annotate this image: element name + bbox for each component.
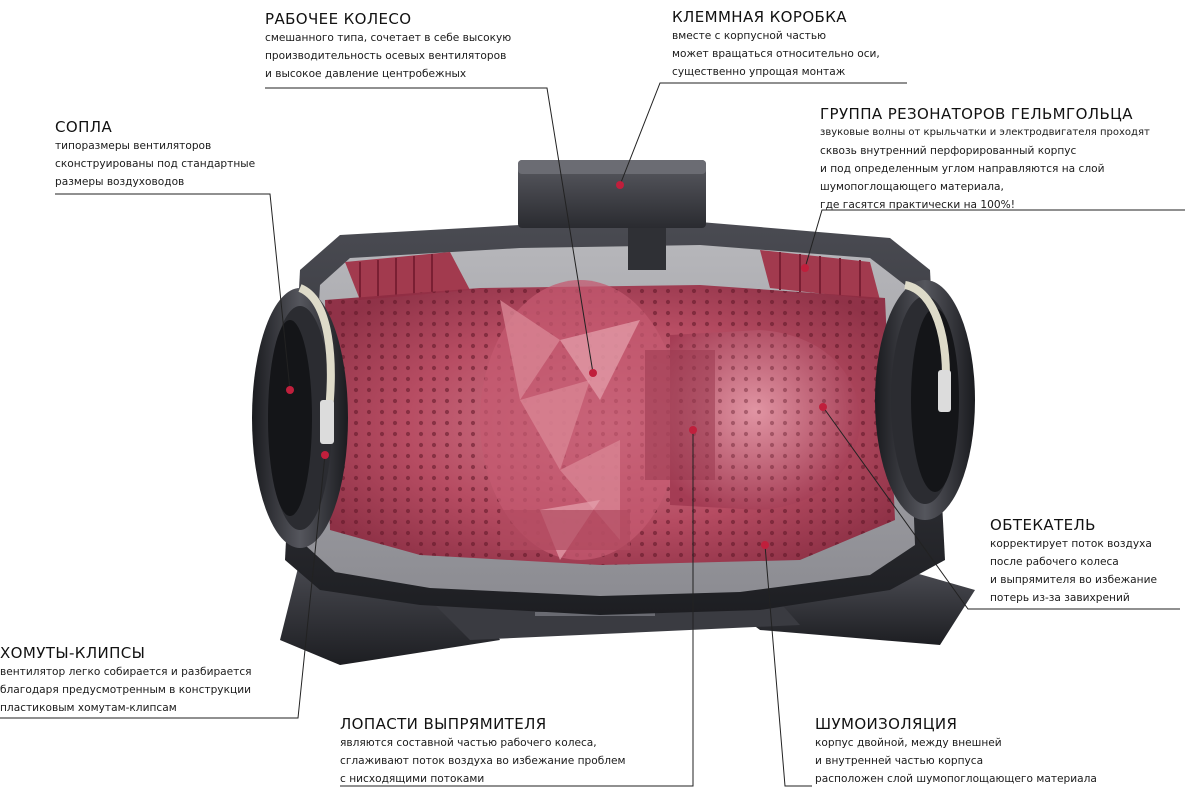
- leader-clamps: [0, 454, 326, 719]
- callout-impeller-title: РАБОЧЕЕ КОЛЕСО: [265, 10, 412, 28]
- callout-helmholtz: ГРУППА РЕЗОНАТОРОВ ГЕЛЬМГОЛЬЦА звуковые …: [820, 105, 1150, 213]
- callout-fairing-line: потерь из-за завихрений: [990, 592, 1130, 604]
- callout-clamps-line: вентилятор легко собирается и разбираетс…: [0, 666, 252, 678]
- callout-fairing-line: корректирует поток воздуха: [990, 538, 1152, 550]
- callout-insulation-line: и внутренней частью корпуса: [815, 755, 984, 767]
- callout-nozzles-title: СОПЛА: [55, 118, 113, 136]
- leader-fairing: [822, 406, 1180, 610]
- nozzle-right-illustration: [875, 280, 975, 520]
- leader-terminal-box: [619, 82, 907, 186]
- dot-insulation: [761, 541, 769, 549]
- callout-insulation-line: расположен слой шумопоглощающего материа…: [815, 773, 1097, 785]
- callout-terminal-box-title: КЛЕММНАЯ КОРОБКА: [672, 8, 847, 26]
- dot-clamps: [321, 451, 329, 459]
- leader-helmholtz: [804, 209, 1185, 269]
- leader-dots: [286, 181, 827, 549]
- callout-impeller-line: производительность осевых вентиляторов: [265, 50, 507, 62]
- callout-nozzles: СОПЛА типоразмеры вентиляторов сконструи…: [55, 118, 255, 190]
- callout-impeller-line: смешанного типа, сочетает в себе высокую: [265, 32, 512, 44]
- callout-helmholtz-line: где гасятся практически на 100%!: [820, 199, 1015, 211]
- helmholtz-resonators: [345, 250, 880, 300]
- callout-fairing-line: после рабочего колеса: [990, 556, 1119, 568]
- callout-helmholtz-line: и под определенным углом направляются на…: [820, 163, 1105, 175]
- callout-terminal-box-line: существенно упрощая монтаж: [672, 66, 846, 78]
- callout-clamps-line: пластиковым хомутам-клипсам: [0, 702, 177, 714]
- leader-straightener: [340, 430, 694, 787]
- terminal-box-illustration: [518, 160, 706, 270]
- callout-fairing-line: и выпрямителя во избежание: [990, 574, 1157, 586]
- callout-impeller-line: и высокое давление центробежных: [265, 68, 467, 80]
- callout-clamps: ХОМУТЫ-КЛИПСЫ вентилятор легко собираетс…: [0, 644, 252, 716]
- callout-terminal-box: КЛЕММНАЯ КОРОБКА вместе с корпусной част…: [672, 8, 880, 80]
- dot-nozzles: [286, 386, 294, 394]
- leader-lines: [0, 82, 1185, 787]
- callout-impeller: РАБОЧЕЕ КОЛЕСО смешанного типа, сочетает…: [265, 10, 511, 82]
- callout-nozzles-line: типоразмеры вентиляторов: [55, 140, 212, 152]
- fairing-cone: [645, 330, 860, 510]
- callout-helmholtz-line: сквозь внутренний перфорированный корпус: [820, 145, 1077, 157]
- callout-helmholtz-line: шумопоглощающего материала,: [820, 181, 1004, 193]
- callout-nozzles-line: сконструированы под стандартные: [55, 158, 256, 170]
- callout-terminal-box-line: вместе с корпусной частью: [672, 30, 827, 42]
- callout-fairing-title: ОБТЕКАТЕЛЬ: [990, 516, 1096, 534]
- callout-straightener-title: ЛОПАСТИ ВЫПРЯМИТЕЛЯ: [340, 715, 547, 733]
- callout-fairing: ОБТЕКАТЕЛЬ корректирует поток воздуха по…: [990, 516, 1157, 606]
- leader-nozzles: [55, 193, 291, 391]
- callout-insulation: ШУМОИЗОЛЯЦИЯ корпус двойной, между внешн…: [815, 715, 1097, 787]
- callout-straightener-line: сглаживают поток воздуха во избежание пр…: [340, 755, 626, 767]
- callout-helmholtz-line: звуковые волны от крыльчатки и электродв…: [820, 127, 1150, 138]
- callout-insulation-title: ШУМОИЗОЛЯЦИЯ: [815, 715, 958, 733]
- nozzle-left-illustration: [252, 284, 348, 548]
- dot-terminal-box: [616, 181, 624, 189]
- dot-helmholtz: [801, 264, 809, 272]
- dot-straightener: [689, 426, 697, 434]
- leader-insulation: [764, 544, 812, 787]
- callout-clamps-title: ХОМУТЫ-КЛИПСЫ: [0, 644, 146, 662]
- callout-helmholtz-title: ГРУППА РЕЗОНАТОРОВ ГЕЛЬМГОЛЬЦА: [820, 105, 1133, 123]
- callout-straightener-line: с нисходящими потоками: [340, 773, 485, 785]
- callout-straightener-line: являются составной частью рабочего колес…: [340, 737, 597, 749]
- callout-terminal-box-line: может вращаться относительно оси,: [672, 48, 880, 60]
- impeller-illustration: [480, 280, 680, 560]
- leader-impeller: [265, 87, 594, 374]
- callout-clamps-line: благодаря предусмотренным в конструкции: [0, 684, 251, 696]
- dot-fairing: [819, 403, 827, 411]
- callout-nozzles-line: размеры воздуховодов: [55, 176, 185, 188]
- callout-insulation-line: корпус двойной, между внешней: [815, 737, 1002, 749]
- callout-straightener: ЛОПАСТИ ВЫПРЯМИТЕЛЯ являются составной ч…: [340, 715, 626, 787]
- dot-impeller: [589, 369, 597, 377]
